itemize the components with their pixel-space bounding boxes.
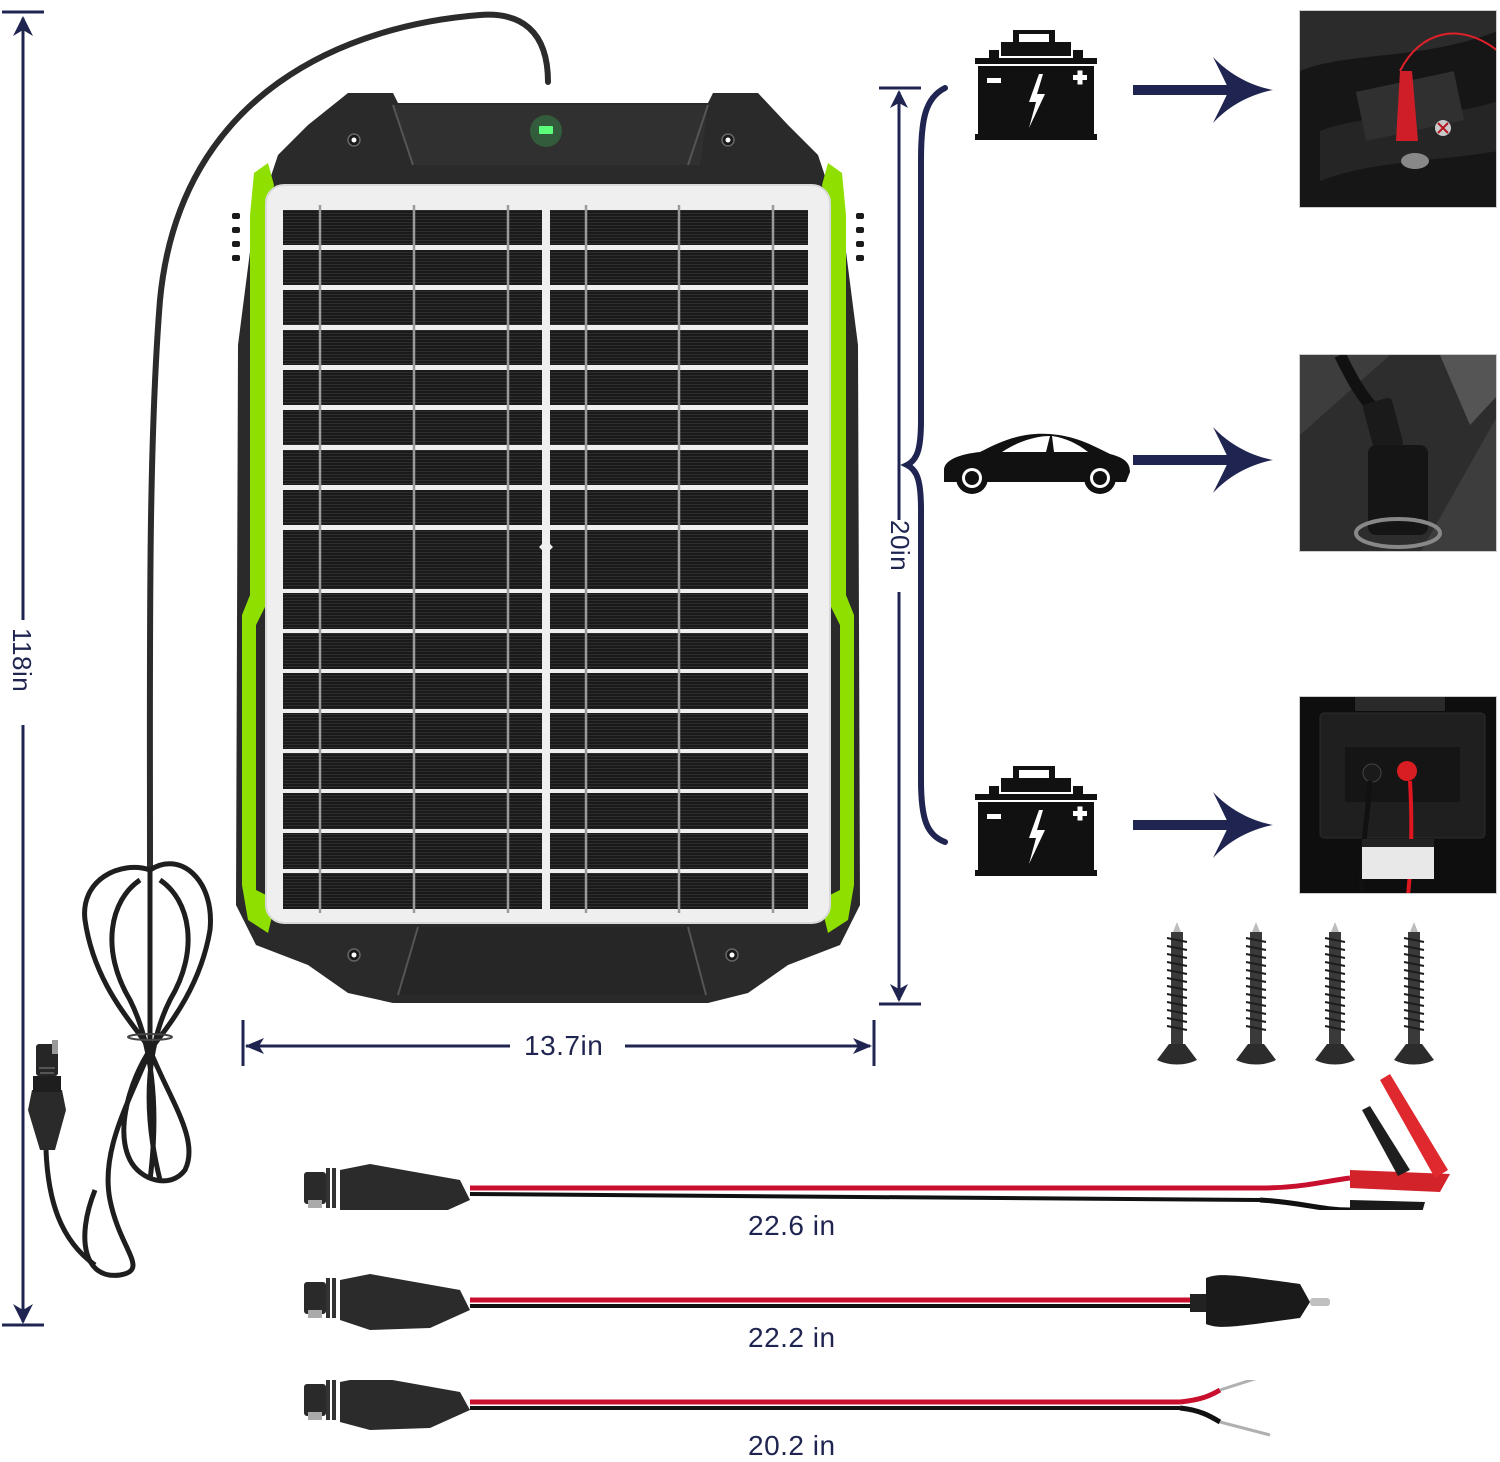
alligator-clip-cable (304, 1074, 1450, 1210)
panel-output-cable (28, 11, 551, 1278)
car-battery-icon (975, 30, 1097, 140)
cable-2-length-label: 22.2 in (748, 1322, 836, 1353)
solar-panel (228, 85, 868, 1010)
cigarette-lighter-cable (304, 1274, 1330, 1330)
car-battery-icon (975, 766, 1097, 876)
screw-icon (1393, 921, 1435, 1066)
cable-length-dimension: 118in (0, 0, 60, 1340)
status-led (539, 126, 553, 134)
vertical-dimension-arrow-icon (2, 10, 44, 1327)
right-green-accent (820, 163, 854, 933)
sae-connector-icon (28, 1040, 97, 1268)
panel-height-label: 20in (885, 520, 915, 572)
arrow-right-icon (1133, 792, 1273, 858)
cigarette-lighter-socket-photo (1299, 354, 1497, 552)
panel-height-dimension (879, 85, 948, 1006)
screw-icon (1235, 921, 1277, 1066)
engine-battery-clamp-photo (1299, 10, 1497, 208)
car-icon (944, 433, 1130, 494)
arrow-right-icon (1133, 427, 1273, 493)
mounting-screws (1150, 918, 1450, 1073)
bare-wire-cable (304, 1380, 1271, 1437)
battery-terminal-ring-photo (1299, 696, 1497, 894)
cable-coil (82, 861, 213, 1278)
screw-icon (1156, 921, 1198, 1066)
screw-icon (1314, 921, 1356, 1066)
cable-length-label: 118in (7, 628, 37, 693)
brace-icon (900, 85, 948, 845)
arrow-right-icon (1133, 57, 1273, 123)
cable-1-length-label: 22.6 in (748, 1210, 836, 1241)
panel-width-label: 13.7in (524, 1030, 604, 1061)
cable-3-length-label: 20.2 in (748, 1430, 836, 1461)
panel-width-dimension (241, 1020, 876, 1066)
cigarette-plug-icon (1190, 1275, 1330, 1327)
left-green-accent (242, 163, 276, 933)
